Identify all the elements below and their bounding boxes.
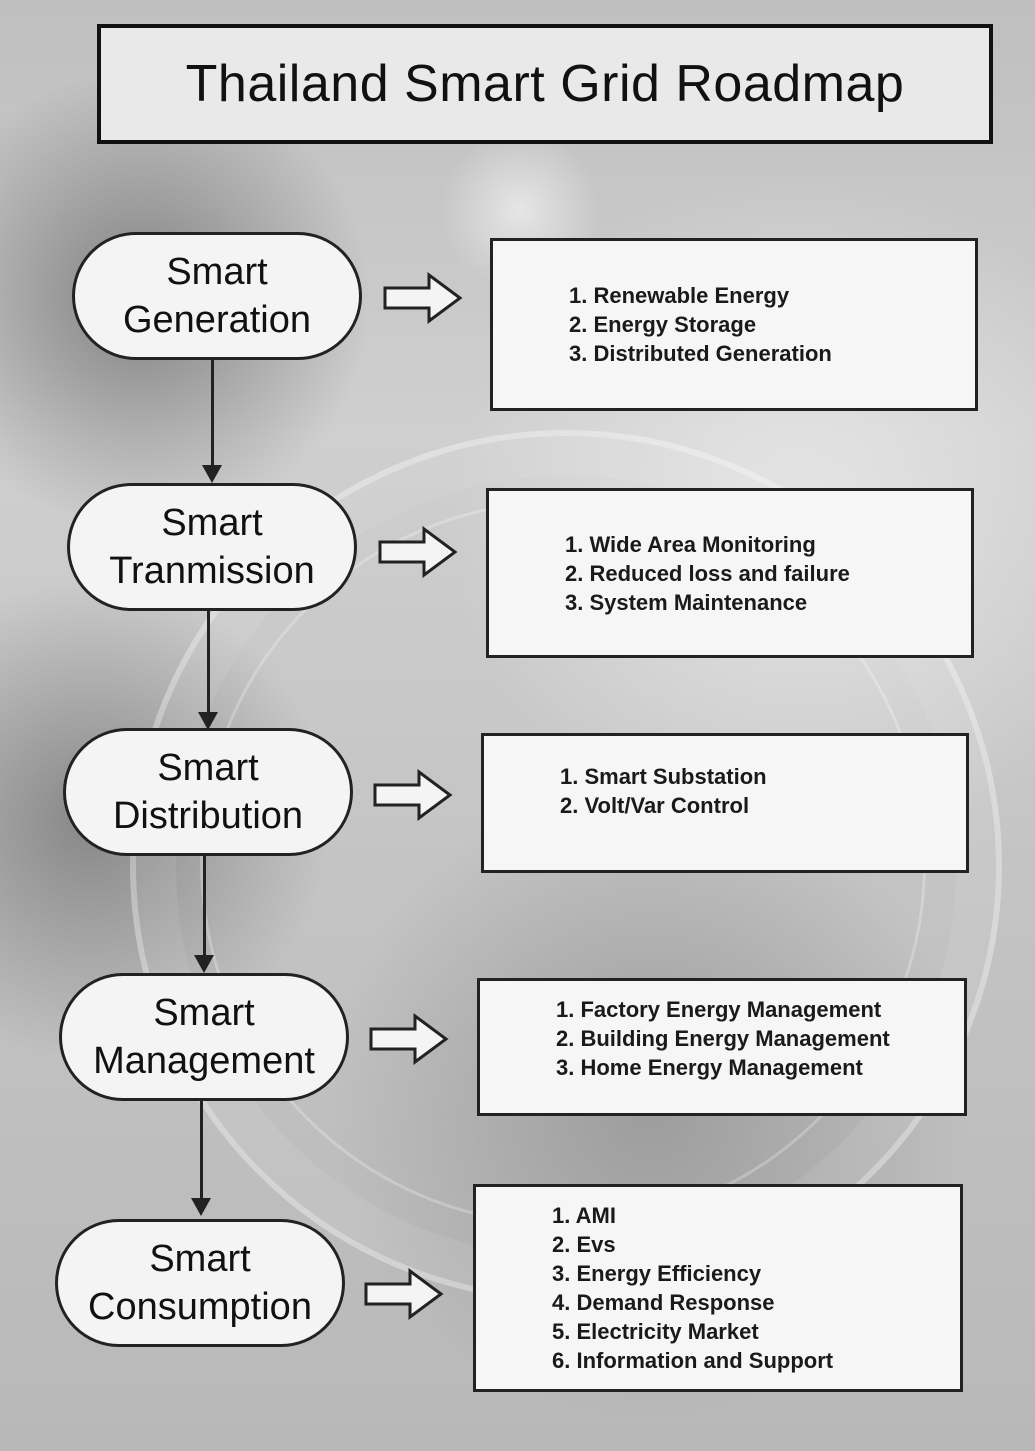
stage-distribution-node: Smart Distribution (63, 728, 353, 856)
list-item: 2. Energy Storage (569, 312, 757, 337)
stage-management-node: Smart Management (59, 973, 349, 1101)
stage-generation-node: Smart Generation (72, 232, 362, 360)
stage-label-line2: Consumption (88, 1286, 312, 1328)
list-item: 4. Demand Response (552, 1290, 775, 1315)
list-item: 6. Information and Support (552, 1348, 834, 1373)
list-item: 1. Wide Area Monitoring (565, 531, 816, 557)
list-item: 2. Evs (552, 1232, 616, 1257)
connector-line (200, 1101, 203, 1201)
list-item: 2. Building Energy Management (556, 1025, 890, 1051)
right-arrow-icon (378, 526, 458, 578)
right-arrow-icon (383, 272, 463, 324)
list-item: 1. Renewable Energy (569, 283, 790, 308)
down-arrow-icon (191, 1198, 211, 1216)
right-arrow-icon (373, 769, 453, 821)
stage-label-line2: Tranmission (109, 550, 315, 592)
list-item: 5. Electricity Market (552, 1319, 759, 1344)
connector-line (211, 360, 214, 468)
diagram-title: Thailand Smart Grid Roadmap (185, 55, 905, 113)
connector-line (207, 611, 210, 715)
stage-label-line1: Smart (161, 502, 263, 544)
list-item: 3. System Maintenance (565, 589, 808, 615)
list-item: 3. Home Energy Management (556, 1054, 863, 1080)
list-item: 1. AMI (552, 1203, 616, 1228)
list-item: 2. Volt/Var Control (560, 793, 750, 818)
right-arrow-icon (364, 1268, 444, 1320)
stage-label-line2: Distribution (112, 795, 304, 837)
stage-label-line1: Smart (149, 1238, 251, 1280)
down-arrow-icon (194, 955, 214, 973)
list-item: 1. Factory Energy Management (556, 996, 882, 1022)
stage-label-line1: Smart (157, 747, 259, 789)
list-item: 3. Energy Efficiency (552, 1261, 762, 1286)
down-arrow-icon (198, 712, 218, 730)
stage-label-line2: Generation (122, 299, 311, 341)
title-box: Thailand Smart Grid Roadmap (97, 24, 993, 144)
stage-management-items: 1. Factory Energy Management 2. Building… (477, 978, 967, 1116)
connector-line (203, 856, 206, 958)
stage-label-line1: Smart (166, 251, 268, 293)
stage-distribution-items: 1. Smart Substation 2. Volt/Var Control (481, 733, 969, 873)
list-item: 3. Distributed Generation (569, 341, 832, 366)
down-arrow-icon (202, 465, 222, 483)
stage-label-line1: Smart (153, 992, 255, 1034)
list-item: 1. Smart Substation (560, 764, 767, 789)
right-arrow-icon (369, 1013, 449, 1065)
stage-transmission-node: Smart Tranmission (67, 483, 357, 611)
stage-consumption-items: 1. AMI 2. Evs 3. Energy Efficiency 4. De… (473, 1184, 963, 1392)
stage-transmission-items: 1. Wide Area Monitoring 2. Reduced loss … (486, 488, 974, 658)
stage-generation-items: 1. Renewable Energy 2. Energy Storage 3.… (490, 238, 978, 411)
stage-consumption-node: Smart Consumption (55, 1219, 345, 1347)
stage-label-line2: Management (93, 1040, 315, 1082)
list-item: 2. Reduced loss and failure (565, 560, 850, 586)
